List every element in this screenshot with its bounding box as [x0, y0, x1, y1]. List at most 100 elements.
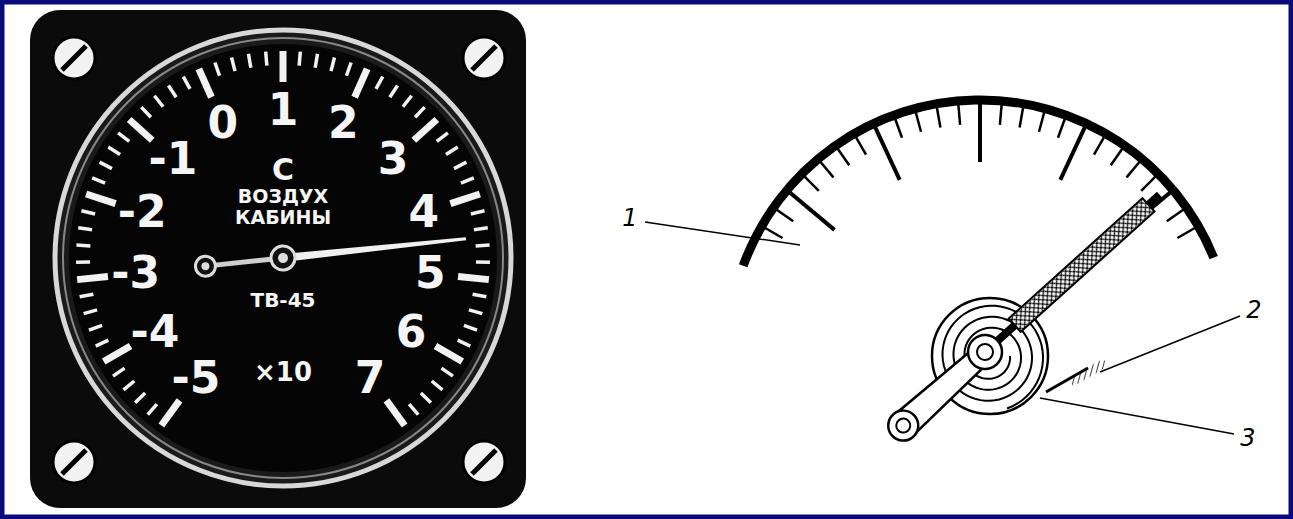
scale-tick	[804, 176, 819, 191]
scale-tick	[421, 393, 431, 403]
scale-tick	[86, 194, 115, 204]
scale-tick	[331, 58, 334, 72]
scale-tick	[183, 77, 190, 89]
scale-tick	[80, 294, 94, 297]
scale-number: -3	[111, 251, 160, 295]
scale-tick	[84, 310, 97, 314]
scale-tick	[437, 133, 448, 141]
callout-number: 3	[1240, 426, 1255, 450]
scale-tick	[776, 209, 793, 221]
scale-number: 4	[408, 190, 439, 234]
scale-tick	[89, 325, 102, 330]
scale-tick	[464, 325, 477, 330]
instrument-housing	[30, 10, 526, 508]
bezel-inner	[63, 38, 503, 478]
scale-tick	[454, 162, 466, 168]
scale-tick	[415, 107, 425, 117]
scale-tick	[154, 96, 163, 107]
scale-tick	[916, 111, 921, 131]
leader-line	[1100, 316, 1240, 372]
scale-tick	[390, 86, 398, 98]
scale-tick	[461, 178, 474, 183]
scale-tick	[77, 276, 108, 279]
unit-label: С	[272, 155, 294, 185]
scale-tick	[978, 103, 982, 162]
scale-tick	[199, 69, 212, 97]
scale-tick	[937, 107, 941, 128]
scale-tick	[1177, 228, 1195, 239]
scale-number: 3	[378, 137, 409, 181]
scale-tick	[141, 107, 151, 117]
scale-tick	[1060, 126, 1085, 179]
scale-tick	[837, 148, 849, 165]
scale-tick	[315, 54, 317, 68]
scale-tick	[248, 54, 250, 68]
scale-tick	[476, 260, 490, 264]
scale-number: 5	[415, 251, 446, 295]
scale-tick	[409, 404, 418, 415]
scale-tick	[113, 368, 124, 376]
scale-tick	[280, 51, 287, 82]
scale-tick	[441, 368, 452, 376]
scale-number: 7	[355, 356, 386, 400]
scale-tick	[473, 294, 487, 297]
scale-tick	[458, 276, 489, 279]
scale-tick	[386, 400, 404, 425]
scale-tick	[403, 96, 412, 107]
instrument-caption: ВОЗДУХ КАБИНЫ	[228, 186, 338, 228]
scale-tick	[76, 243, 90, 247]
scale-tick	[81, 211, 95, 214]
scale-number: 1	[268, 88, 299, 132]
scale-tick	[168, 86, 176, 98]
scale-tick	[820, 161, 833, 177]
scale-tick	[104, 346, 131, 362]
scale-tick	[108, 147, 120, 155]
multiplier-label: ×10	[254, 359, 312, 385]
scale-tick	[1039, 111, 1044, 131]
screw	[463, 441, 505, 483]
scale-tick	[1167, 209, 1184, 221]
scale-tick	[764, 228, 782, 239]
scale-number: -1	[149, 137, 198, 181]
scale-tick	[476, 243, 490, 247]
scale-tick	[875, 126, 900, 179]
dial-scale	[76, 51, 490, 425]
spiral-anchor	[1046, 359, 1108, 392]
scale-tick	[471, 211, 485, 214]
scale-tick	[432, 381, 443, 390]
scale-tick	[789, 192, 834, 230]
scale-number: 0	[207, 101, 238, 145]
scale-number: 6	[396, 310, 427, 354]
scale-tick	[446, 147, 458, 155]
scale-tick	[376, 77, 383, 89]
pointer	[881, 182, 1171, 448]
scale-tick	[895, 118, 902, 138]
scale-number: -2	[118, 190, 167, 234]
leader-line	[1040, 398, 1234, 434]
scale-tick	[469, 310, 482, 314]
scale-tick	[450, 194, 479, 204]
scale-tick	[458, 340, 471, 346]
scale-tick	[856, 136, 867, 154]
scale-tick	[1020, 107, 1024, 128]
screw	[463, 37, 505, 79]
scale-tick	[299, 52, 300, 66]
scale-tick	[148, 404, 157, 415]
scale-tick	[1127, 161, 1140, 177]
scale-arc	[743, 100, 1213, 266]
scale-tick	[118, 133, 129, 141]
scale-tick	[78, 228, 92, 230]
model-label: ТВ-45	[250, 290, 315, 310]
callout-number: 1	[622, 206, 637, 230]
scale-tick	[346, 63, 351, 76]
scale-number: 2	[328, 101, 359, 145]
scale-tick	[1058, 118, 1065, 138]
scale-tick	[124, 381, 135, 390]
screw	[53, 441, 95, 483]
bezel-ring	[55, 30, 511, 486]
scale-tick	[958, 104, 960, 125]
scale-tick	[266, 52, 267, 66]
screw	[53, 37, 95, 79]
